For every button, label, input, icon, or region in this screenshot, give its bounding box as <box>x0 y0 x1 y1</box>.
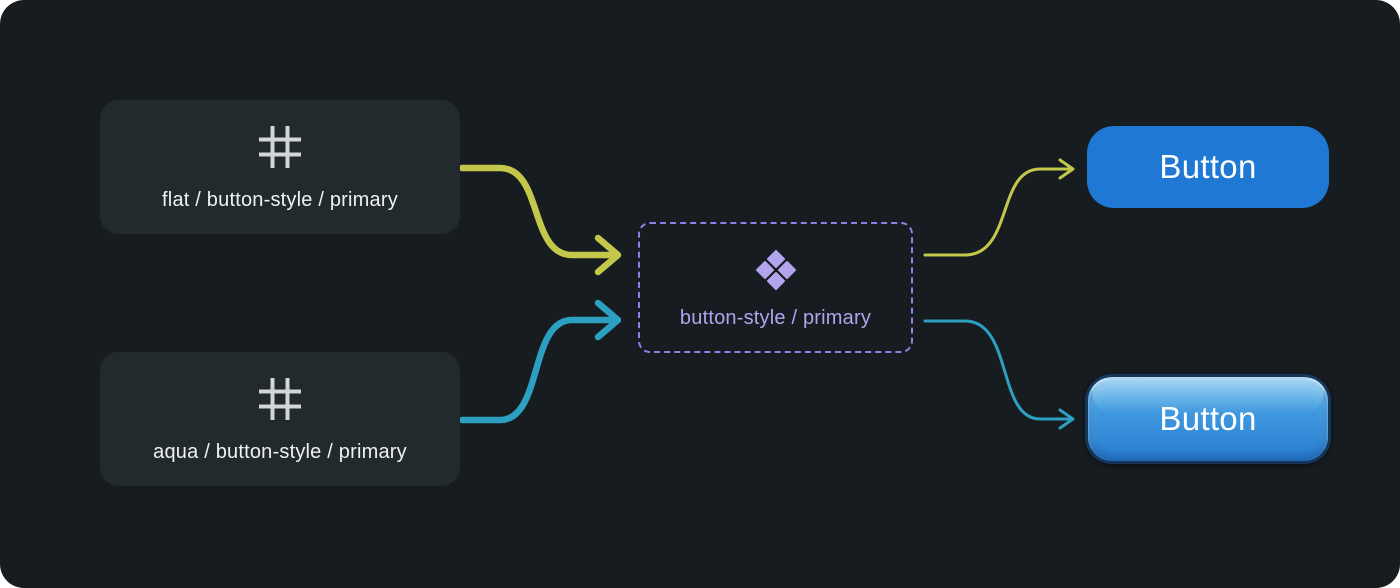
edge-component-to-flat-button <box>923 158 1075 257</box>
edge-component-to-aqua-button <box>923 319 1075 430</box>
hash-icon <box>257 376 303 422</box>
flat-button[interactable]: Button <box>1087 126 1329 208</box>
hash-icon <box>257 124 303 170</box>
token-node-aqua: aqua / button-style / primary <box>100 352 460 486</box>
edge-flat-to-component <box>458 164 622 276</box>
flat-button-label: Button <box>1159 148 1257 185</box>
aqua-button[interactable]: Button <box>1085 374 1331 464</box>
component-node: button-style / primary <box>638 222 913 353</box>
token-node-flat: flat / button-style / primary <box>100 100 460 234</box>
token-label-flat: flat / button-style / primary <box>162 189 398 211</box>
aqua-button-label: Button <box>1159 400 1257 437</box>
token-label-aqua: aqua / button-style / primary <box>153 441 407 463</box>
edge-aqua-to-component <box>458 299 622 424</box>
component-diamond-icon <box>754 248 798 292</box>
component-label: button-style / primary <box>679 306 872 329</box>
